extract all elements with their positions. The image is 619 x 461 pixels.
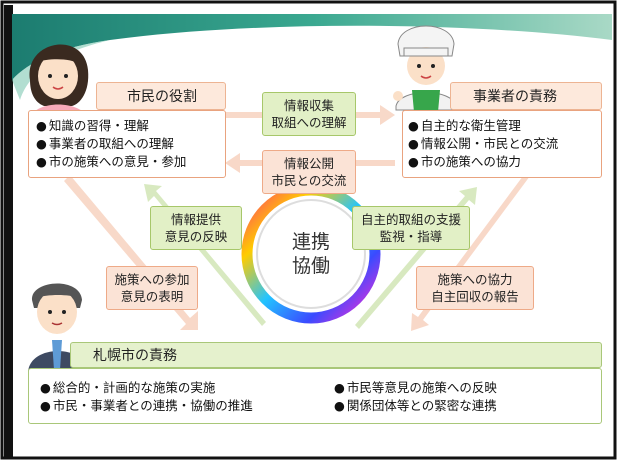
citizen-role-header: 市民の役割 <box>96 82 226 110</box>
header-swoosh <box>12 14 612 80</box>
list-item: 総合的・計画的な施策の実施 <box>40 379 253 397</box>
list-item: 市の施策への意見・参加 <box>36 153 187 171</box>
city-duty-list-right: 市民等意見の施策への反映 関係団体等との緊密な連携 <box>334 379 497 415</box>
link-cooperate: 施策への協力 自主回収の報告 <box>416 266 534 310</box>
link-info-provide: 情報提供 意見の反映 <box>150 206 242 250</box>
link-info-collect: 情報収集 取組への理解 <box>262 92 356 136</box>
center-label: 連携 協働 <box>291 231 330 277</box>
list-item: 知識の習得・理解 <box>36 117 186 135</box>
citizen-role-list: 知識の習得・理解 事業者の取組への理解 市の施策への意見・参加 <box>36 117 187 171</box>
list-item: 市の施策への協力 <box>408 153 558 171</box>
city-person-icon <box>28 283 88 372</box>
list-item: 自主的な衛生管理 <box>408 117 558 135</box>
link-info-disclose: 情報公開 市民との交流 <box>262 150 356 194</box>
list-item: 関係団体等との緊密な連携 <box>334 397 497 415</box>
list-item: 市民等意見の施策への反映 <box>334 379 497 397</box>
business-duty-header: 事業者の責務 <box>450 82 602 110</box>
city-duty-list-left: 総合的・計画的な施策の実施 市民・事業者との連携・協働の推進 <box>40 379 253 415</box>
business-duty-list: 自主的な衛生管理 情報公開・市民との交流 市の施策への協力 <box>408 117 558 171</box>
citizen-role-title: 市民の役割 <box>127 89 197 105</box>
list-item: 情報公開・市民との交流 <box>408 135 558 153</box>
center-ring <box>241 184 381 324</box>
link-participate: 施策への参加 意見の表明 <box>106 266 198 310</box>
list-item: 事業者の取組への理解 <box>36 135 186 153</box>
city-duty-header: 札幌市の責務 <box>70 342 602 368</box>
link-support: 自主的取組の支援 監視・指導 <box>352 206 470 250</box>
citizen-person-icon <box>29 44 89 124</box>
business-duty-title: 事業者の責務 <box>473 89 557 105</box>
city-duty-title: 札幌市の責務 <box>93 348 177 364</box>
list-item: 市民・事業者との連携・協働の推進 <box>40 397 253 415</box>
